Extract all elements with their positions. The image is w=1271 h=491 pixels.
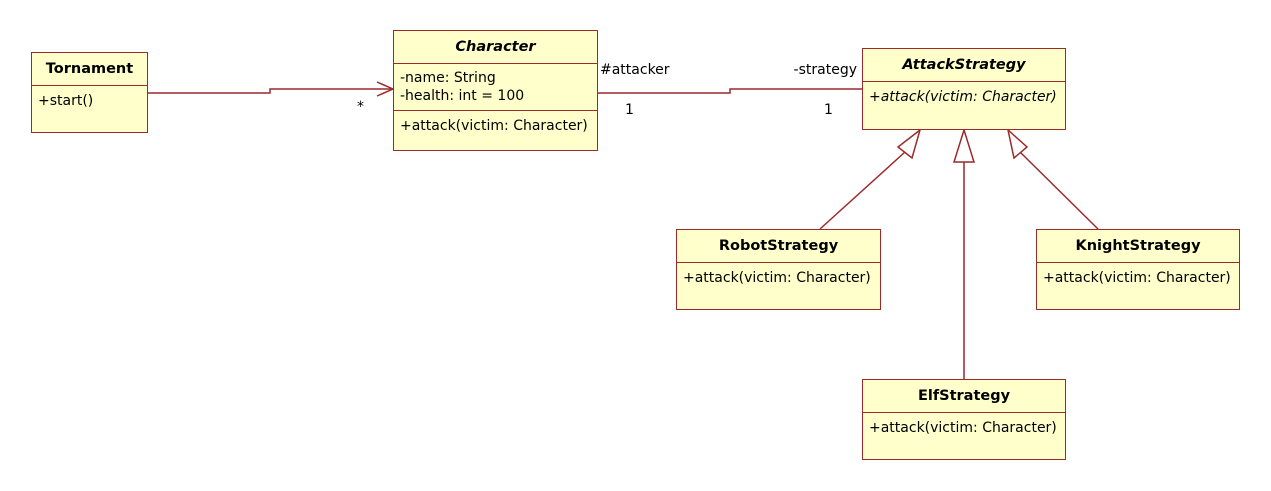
multiplicity-label: *: [357, 99, 364, 115]
class-operations: +attack(victim: Character): [394, 111, 597, 141]
generalization-knight-strategy[interactable]: [1019, 151, 1099, 230]
class-name: RobotStrategy: [677, 230, 880, 263]
operation: +attack(victim: Character): [869, 420, 1057, 436]
multiplicity-label: 1: [824, 102, 833, 118]
class-operations: +attack(victim: Character): [863, 413, 1065, 443]
generalization-robot-strategy[interactable]: [819, 151, 906, 230]
operation: +attack(victim: Character): [1043, 270, 1231, 286]
association-tornament-character[interactable]: [148, 88, 393, 94]
operation: +start(): [38, 93, 94, 109]
inheritance-triangle-elf: [952, 127, 976, 163]
class-attack-strategy[interactable]: AttackStrategy +attack(victim: Character…: [862, 48, 1066, 130]
class-name: ElfStrategy: [863, 380, 1065, 413]
class-elf-strategy[interactable]: ElfStrategy +attack(victim: Character): [862, 379, 1066, 460]
attribute: -name: String: [400, 70, 496, 86]
class-tornament[interactable]: Tornament +start(): [31, 52, 148, 133]
class-name: AttackStrategy: [863, 49, 1065, 82]
class-knight-strategy[interactable]: KnightStrategy +attack(victim: Character…: [1036, 229, 1240, 310]
association-character-strategy[interactable]: [598, 88, 862, 94]
class-operations: +start(): [32, 86, 147, 116]
operation: +attack(victim: Character): [400, 118, 588, 134]
inheritance-triangle-knight: [1006, 127, 1029, 160]
class-operations: +attack(victim: Character): [1037, 263, 1239, 293]
role-label: #attacker: [600, 62, 670, 78]
class-robot-strategy[interactable]: RobotStrategy +attack(victim: Character): [676, 229, 881, 310]
class-name: Character: [394, 31, 597, 64]
class-operations: +attack(victim: Character): [677, 263, 880, 293]
operation: +attack(victim: Character): [683, 270, 871, 286]
class-name: KnightStrategy: [1037, 230, 1239, 263]
attribute: -health: int = 100: [400, 88, 525, 104]
inheritance-triangle-robot: [896, 128, 922, 160]
class-name: Tornament: [32, 53, 147, 86]
role-label: -strategy: [793, 62, 857, 78]
multiplicity-label: 1: [625, 102, 634, 118]
class-character[interactable]: Character -name: String -health: int = 1…: [393, 30, 598, 151]
class-attributes: -name: String -health: int = 100: [394, 64, 597, 111]
operation: +attack(victim: Character): [869, 89, 1057, 105]
class-operations: +attack(victim: Character): [863, 82, 1065, 112]
